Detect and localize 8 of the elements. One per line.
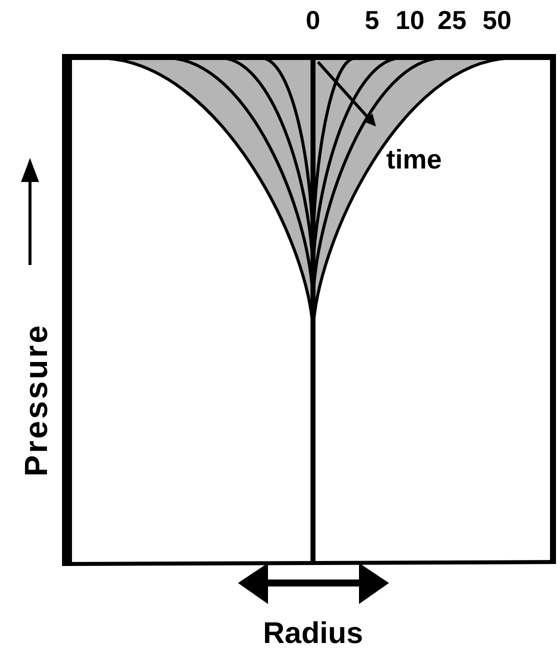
axis-label: time [386, 146, 442, 174]
axis-label: 0 [306, 7, 320, 33]
axis-label: 50 [482, 7, 512, 33]
axis-label: 5 [364, 7, 380, 33]
axis-label: 10 [396, 7, 424, 33]
axis-label: Radius [262, 619, 364, 649]
axis-label: 25 [438, 7, 466, 33]
axis-label: Pressure [20, 324, 52, 476]
